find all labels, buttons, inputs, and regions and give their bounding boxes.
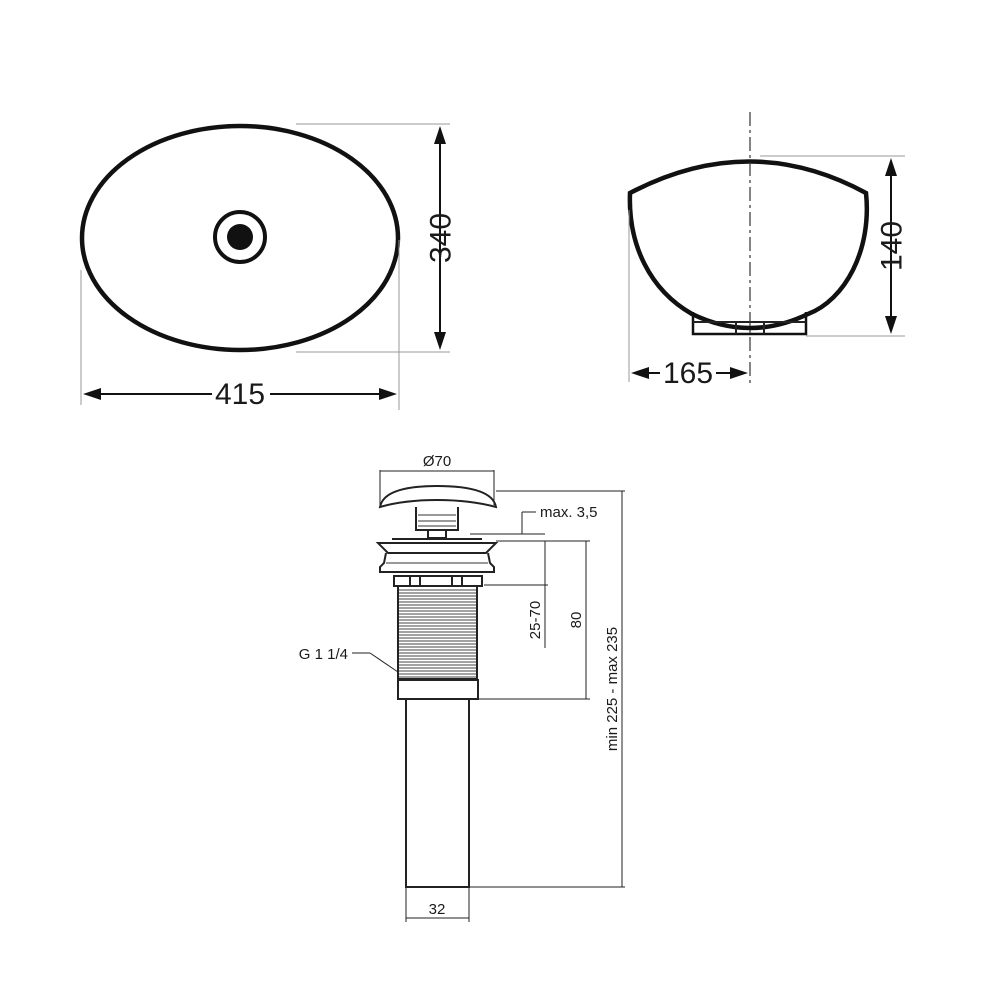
drain-nut-tab-1 bbox=[409, 575, 421, 587]
drain-cap bbox=[378, 484, 498, 509]
width-dimension-label: 415 bbox=[215, 378, 265, 411]
arrowhead-depth-bottom bbox=[434, 332, 446, 350]
drain-body-taper bbox=[379, 552, 495, 573]
drain-hole-outer bbox=[213, 210, 267, 264]
arrowhead-half-width-right bbox=[730, 367, 748, 379]
basin-rim-outline bbox=[79, 123, 401, 353]
height-dimension-label: 140 bbox=[876, 221, 909, 271]
arrowhead-depth-top bbox=[434, 126, 446, 144]
basin-side-profile bbox=[627, 159, 870, 331]
max-gap-label: max. 3,5 bbox=[540, 504, 598, 521]
top-view: 340 415 bbox=[79, 123, 458, 411]
drain-pipe bbox=[405, 698, 470, 888]
drain-nut-tab-2 bbox=[451, 575, 463, 587]
total-length-label: min 225 - max 235 bbox=[604, 627, 621, 751]
drain-hole-inner bbox=[227, 224, 253, 250]
arrowhead-height-top bbox=[885, 158, 897, 176]
adjust-range-label: 25-70 bbox=[527, 601, 544, 639]
thread-length-label: 80 bbox=[568, 612, 585, 629]
drain-stem bbox=[415, 507, 459, 531]
drain-nut bbox=[393, 575, 483, 587]
depth-dimension-label: 340 bbox=[425, 213, 458, 263]
thread-size-label: G 1 1/4 bbox=[299, 646, 348, 663]
drain-flange bbox=[375, 542, 499, 554]
drain-stem-neck bbox=[427, 529, 447, 539]
arrowhead-height-bottom bbox=[885, 316, 897, 334]
half-width-dimension-label: 165 bbox=[663, 357, 713, 390]
arrowhead-half-width-left bbox=[631, 367, 649, 379]
thread-leader-diagonal bbox=[369, 652, 399, 673]
drain-thread-lines bbox=[399, 589, 476, 678]
arrowhead-width-left bbox=[83, 388, 101, 400]
pipe-diameter-label: 32 bbox=[429, 901, 446, 918]
cap-diameter-label: Ø70 bbox=[423, 453, 451, 470]
arrowhead-width-right bbox=[379, 388, 397, 400]
drain-collar bbox=[397, 679, 479, 700]
side-view: 140 165 bbox=[627, 112, 909, 390]
drain-assembly: Ø70 max. 3,5 25-70 80 min 225 - max 235 … bbox=[299, 453, 625, 922]
